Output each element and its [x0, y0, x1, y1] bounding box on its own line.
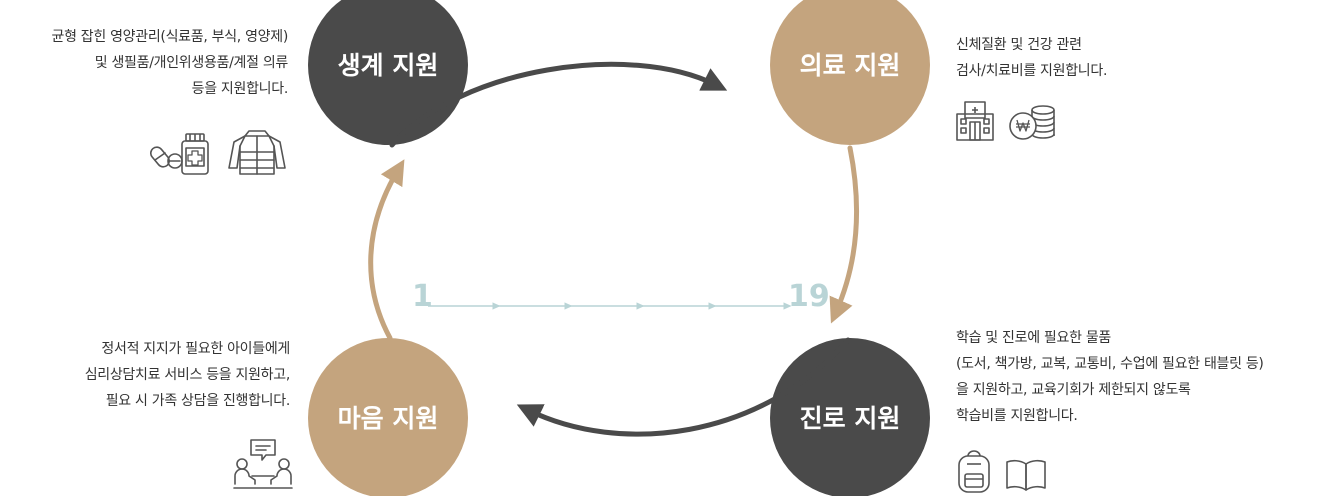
counseling-chat-icon	[232, 438, 294, 490]
desc-line: 신체질환 및 건강 관련	[956, 37, 1082, 53]
desc-line: 검사/치료비를 지원합니다.	[956, 63, 1108, 79]
arrow-career-to-mind	[516, 337, 851, 437]
age-axis: 1 19	[412, 279, 830, 314]
desc-line: 을 지원하고, 교육기회가 제한되지 않도록	[956, 382, 1191, 398]
circle-living-label: 생계 지원	[338, 51, 439, 80]
circle-career: 진로 지원	[770, 338, 930, 496]
desc-line: 심리상담치료 서비스 등을 지원하고,	[84, 367, 291, 383]
desc-line: 필요 시 가족 상담을 진행합니다.	[105, 393, 291, 409]
arrow-living-to-medical	[389, 61, 728, 148]
circle-mind-shape	[308, 338, 468, 496]
circle-medical-shape	[770, 0, 930, 145]
desc-line: 학습비를 지원합니다.	[956, 408, 1078, 424]
desc-line: 정서적 지지가 필요한 아이들에게	[101, 341, 290, 357]
padded-jacket-icon	[226, 128, 288, 176]
axis-end-label: 19	[788, 279, 830, 314]
hospital-icon	[955, 100, 995, 142]
book-icon	[1004, 458, 1048, 492]
desc-line: 학습 및 진로에 필요한 물품	[956, 330, 1111, 346]
medicine-bottle-icon	[180, 132, 210, 176]
backpack-icon	[955, 450, 993, 494]
arrow-medical-to-career	[829, 145, 860, 324]
desc-career: 학습 및 진로에 필요한 물품 (도서, 책가방, 교복, 교통비, 수업에 필…	[956, 325, 1264, 429]
desc-line: 등을 지원합니다.	[191, 81, 289, 97]
circle-living-shape	[308, 0, 468, 145]
arrow-mind-to-living	[368, 159, 405, 341]
circle-career-label: 진로 지원	[800, 404, 901, 433]
circle-medical-label: 의료 지원	[800, 51, 901, 80]
desc-line: 균형 잡힌 영양관리(식료품, 부식, 영양제)	[51, 29, 288, 45]
circle-living: 생계 지원	[308, 0, 468, 145]
axis-start-label: 1	[412, 279, 433, 314]
pill-icon	[150, 140, 184, 172]
desc-line: 및 생필품/개인위생용품/계절 의류	[94, 55, 289, 71]
circle-mind-label: 마음 지원	[338, 404, 439, 433]
won-coins-icon	[1008, 104, 1056, 142]
circle-mind: 마음 지원	[308, 338, 468, 496]
circle-medical: 의료 지원	[770, 0, 930, 145]
desc-living: 균형 잡힌 영양관리(식료품, 부식, 영양제) 및 생필품/개인위생용품/계절…	[51, 24, 288, 102]
desc-mind: 정서적 지지가 필요한 아이들에게 심리상담치료 서비스 등을 지원하고, 필요…	[84, 336, 291, 414]
desc-line: (도서, 책가방, 교복, 교통비, 수업에 필요한 태블릿 등)	[956, 356, 1264, 372]
desc-medical: 신체질환 및 건강 관련 검사/치료비를 지원합니다.	[956, 32, 1107, 84]
